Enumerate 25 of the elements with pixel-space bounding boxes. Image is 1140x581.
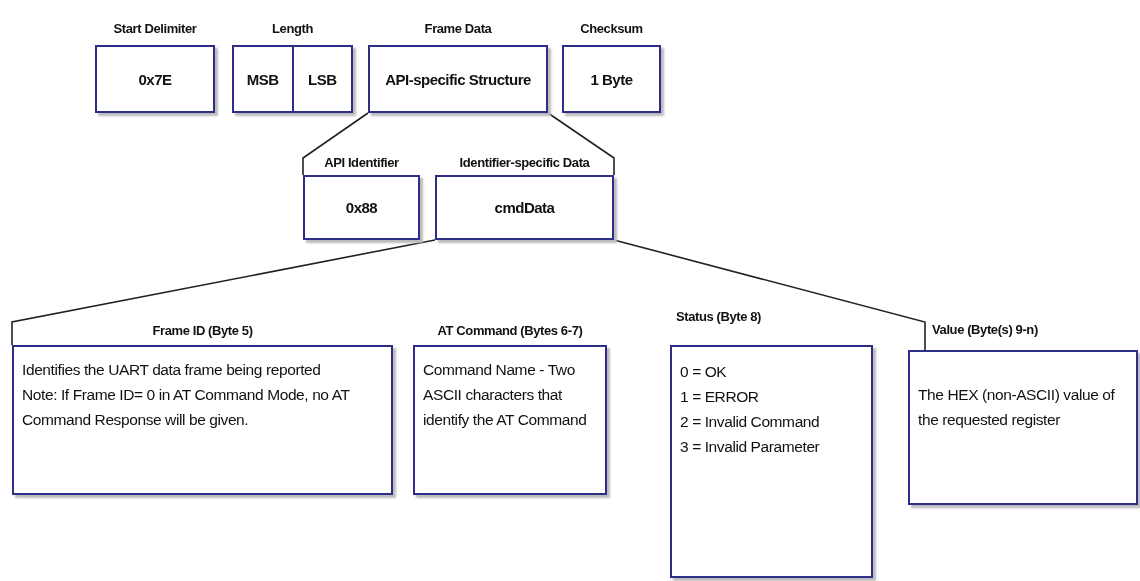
field-heading: Frame ID (Byte 5) [151,323,254,339]
field-heading: Start Delimiter [112,21,198,37]
byte-field: LSB [291,47,351,111]
field-heading: AT Command (Bytes 6-7) [436,323,584,339]
field-value: 0x7E [138,70,172,88]
field-heading: Identifier-specific Data [458,155,591,171]
field-heading: Length [271,21,314,37]
field-heading: API Identifier [323,155,400,171]
field-heading: Value (Byte(s) 9-n) [932,322,1038,338]
byte-field: MSB [234,47,292,111]
field-value: cmdData [494,199,555,216]
field-description: 0 = OK [680,362,728,382]
field-description: Command Name - Two ASCII characters that identify the AT Command [423,360,588,430]
field-description: Note: If Frame ID= 0 in AT Command Mode, no AT Command Response will be given. [22,385,351,430]
field-description: 2 = Invalid Command [680,412,821,432]
field-description: 3 = Invalid Parameter [680,437,821,457]
field-description: The HEX (non-ASCII) value of the requested register [918,385,1116,430]
field-heading: Status (Byte 8) [676,309,762,325]
field-value: API-specific Structure [385,70,531,88]
field-description: Identifies the UART data frame being reported [22,360,322,380]
field-value: 0x88 [345,199,378,216]
field-heading: Frame Data [423,21,493,37]
field-value: 1 Byte [590,70,633,88]
field-description: 1 = ERROR [680,387,760,407]
field-heading: Checksum [579,21,644,37]
